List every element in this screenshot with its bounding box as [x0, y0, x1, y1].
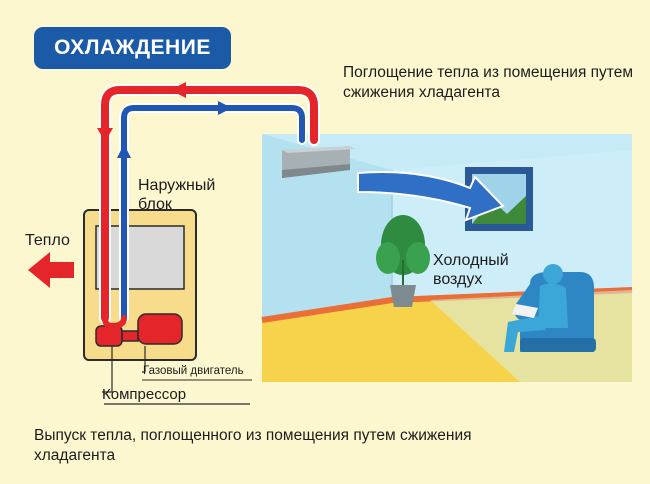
gas-engine-label: Газовый двигатель: [143, 365, 244, 377]
heat-label: Тепло: [25, 232, 70, 249]
plant-leaf-left: [376, 242, 400, 274]
absorption-caption: Поглощение тепла из помещения путем сжиж…: [343, 64, 633, 101]
release-caption: Выпуск тепла, поглощенного из помещения …: [34, 427, 472, 464]
outdoor-unit-label: Наружный блок: [138, 177, 216, 213]
armchair-base: [520, 338, 596, 352]
compressor-label: Компрессор: [102, 386, 187, 403]
cold-flow-arrow-up: [117, 144, 131, 158]
pipe-loop-bottom: [102, 315, 127, 329]
refrigerant-pipes: [99, 84, 320, 329]
armchair-with-person: [504, 264, 596, 352]
ac-unit-vent: [282, 164, 350, 178]
indoor-ac-unit: [282, 146, 356, 178]
person-legs: [504, 316, 546, 352]
ac-unit-top: [282, 146, 356, 153]
outdoor-unit: [83, 209, 197, 361]
book: [512, 304, 538, 318]
compressor-coupling: [121, 330, 139, 342]
plant-pot: [390, 285, 416, 307]
cold-air-label: Холодный воздух: [433, 252, 509, 288]
cold-air-arrow: [357, 171, 505, 222]
hot-pipe: [101, 86, 318, 322]
room: [261, 134, 633, 382]
gas-engine-box: [137, 313, 183, 345]
gas-engine-leader: [142, 346, 146, 373]
person-head: [543, 264, 563, 284]
cold-flow-arrow-top: [218, 101, 232, 115]
title-badge: ОХЛАЖДЕНИЕ: [34, 27, 231, 69]
potted-plant: [376, 215, 430, 307]
person-torso: [538, 283, 568, 328]
compressor-box: [95, 325, 123, 347]
cold-pipe: [121, 105, 305, 321]
compressor-leader: [102, 346, 113, 393]
heat-output-arrow: [28, 252, 74, 288]
hot-flow-arrow-top: [170, 82, 186, 98]
hot-flow-arrow-down: [97, 128, 113, 142]
picture-landscape: [472, 196, 526, 224]
plant-leaf-right: [406, 242, 430, 274]
